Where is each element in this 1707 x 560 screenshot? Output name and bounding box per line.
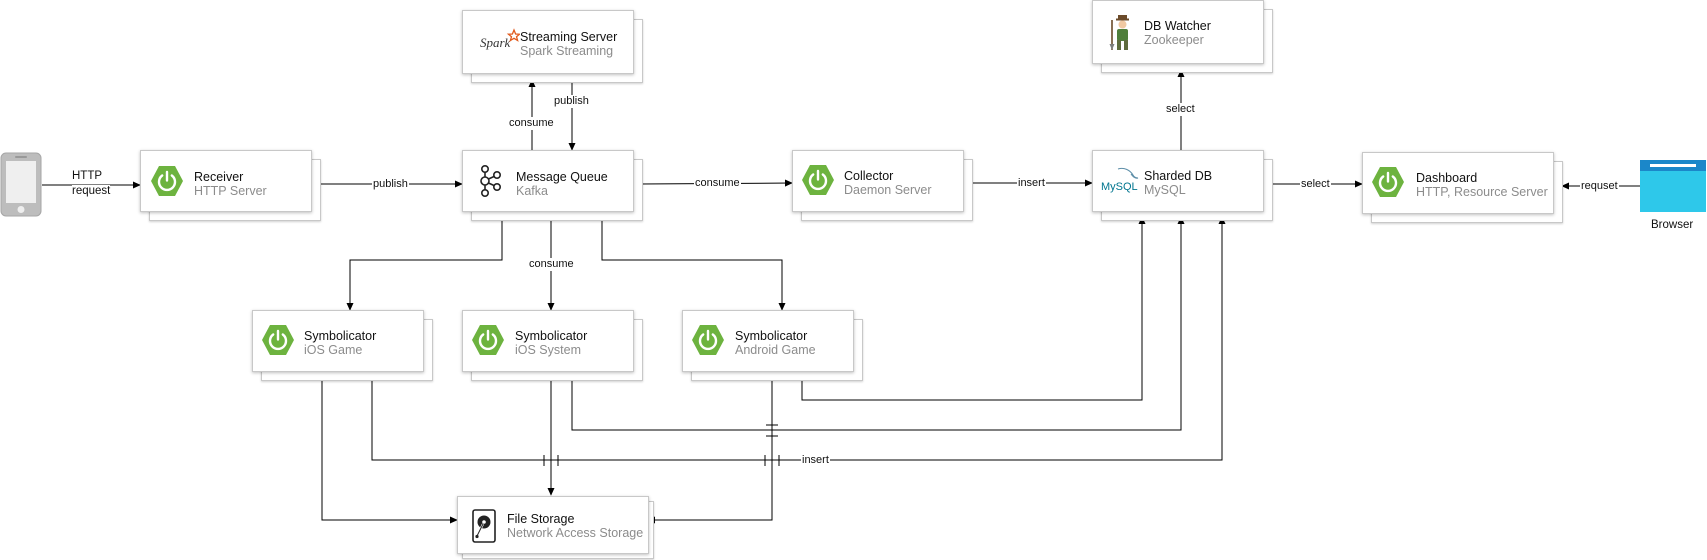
spark-logo-icon: Spark: [480, 28, 522, 57]
node-subtitle: Daemon Server: [844, 183, 932, 197]
mysql-logo-text: MySQL: [1101, 181, 1138, 193]
node-subtitle: Android Game: [735, 343, 816, 357]
phone-icon: [0, 152, 42, 217]
label-requset: requset: [1580, 180, 1619, 193]
edge-android-storage: [647, 380, 773, 524]
edge-iosgame-storage: [321, 380, 458, 524]
zookeeper-icon: [1109, 14, 1135, 57]
node-subtitle: HTTP Server: [194, 184, 267, 198]
spring-power-icon: [471, 323, 505, 362]
label-consume-collector: consume: [694, 177, 741, 190]
edge-iossystem-db: [571, 216, 1185, 431]
node-title: File Storage: [507, 512, 575, 526]
node-title: Symbolicator: [304, 329, 377, 343]
edge-queue-sym-ios-game: [346, 220, 503, 311]
node-subtitle: MySQL: [1144, 183, 1186, 197]
node-subtitle: iOS Game: [304, 343, 363, 357]
label-select-watcher: select: [1165, 103, 1196, 116]
label-select-dashboard: select: [1300, 178, 1331, 191]
browser-icon: [1640, 160, 1706, 212]
hard-drive-icon: [472, 509, 496, 548]
spring-power-icon: [150, 164, 184, 203]
spark-logo-text: Spark: [480, 35, 511, 50]
node-title: Streaming Server: [520, 30, 618, 44]
label-insert-collector: insert: [1017, 177, 1046, 190]
node-title: Message Queue: [516, 170, 608, 184]
edge-iosgame-db: [371, 216, 1226, 461]
node-title: Receiver: [194, 170, 244, 184]
label-http: HTTP: [72, 170, 103, 182]
edge-android-db: [801, 216, 1146, 401]
node-subtitle: Network Access Storage: [507, 526, 644, 540]
node-title: Symbolicator: [735, 329, 808, 343]
label-browser: Browser: [1651, 219, 1694, 231]
label-publish-receiver: publish: [372, 178, 409, 191]
node-subtitle: Kafka: [516, 184, 548, 198]
node-subtitle: iOS System: [515, 343, 581, 357]
kafka-icon: [478, 164, 502, 203]
node-title: Sharded DB: [1144, 169, 1213, 183]
node-title: Dashboard: [1416, 171, 1478, 185]
label-request: request: [72, 185, 111, 197]
label-publish-streaming: publish: [553, 95, 590, 108]
spring-power-icon: [801, 163, 835, 202]
spring-power-icon: [691, 323, 725, 362]
spring-power-icon: [1371, 165, 1405, 204]
node-subtitle: HTTP, Resource Server: [1416, 185, 1548, 199]
label-consume-streaming: consume: [508, 117, 555, 130]
node-subtitle: Spark Streaming: [520, 44, 614, 58]
node-subtitle: Zookeeper: [1144, 33, 1204, 47]
node-title: DB Watcher: [1144, 19, 1211, 33]
node-title: Collector: [844, 169, 894, 183]
line-jump-tick: [543, 424, 780, 466]
edge-queue-sym-android: [601, 220, 786, 311]
node-title: Symbolicator: [515, 329, 588, 343]
mysql-logo-icon: MySQL: [1100, 165, 1140, 198]
label-insert-symbolicators: insert: [801, 454, 830, 467]
label-consume-symbolicators: consume: [528, 258, 575, 271]
spring-power-icon: [261, 323, 295, 362]
